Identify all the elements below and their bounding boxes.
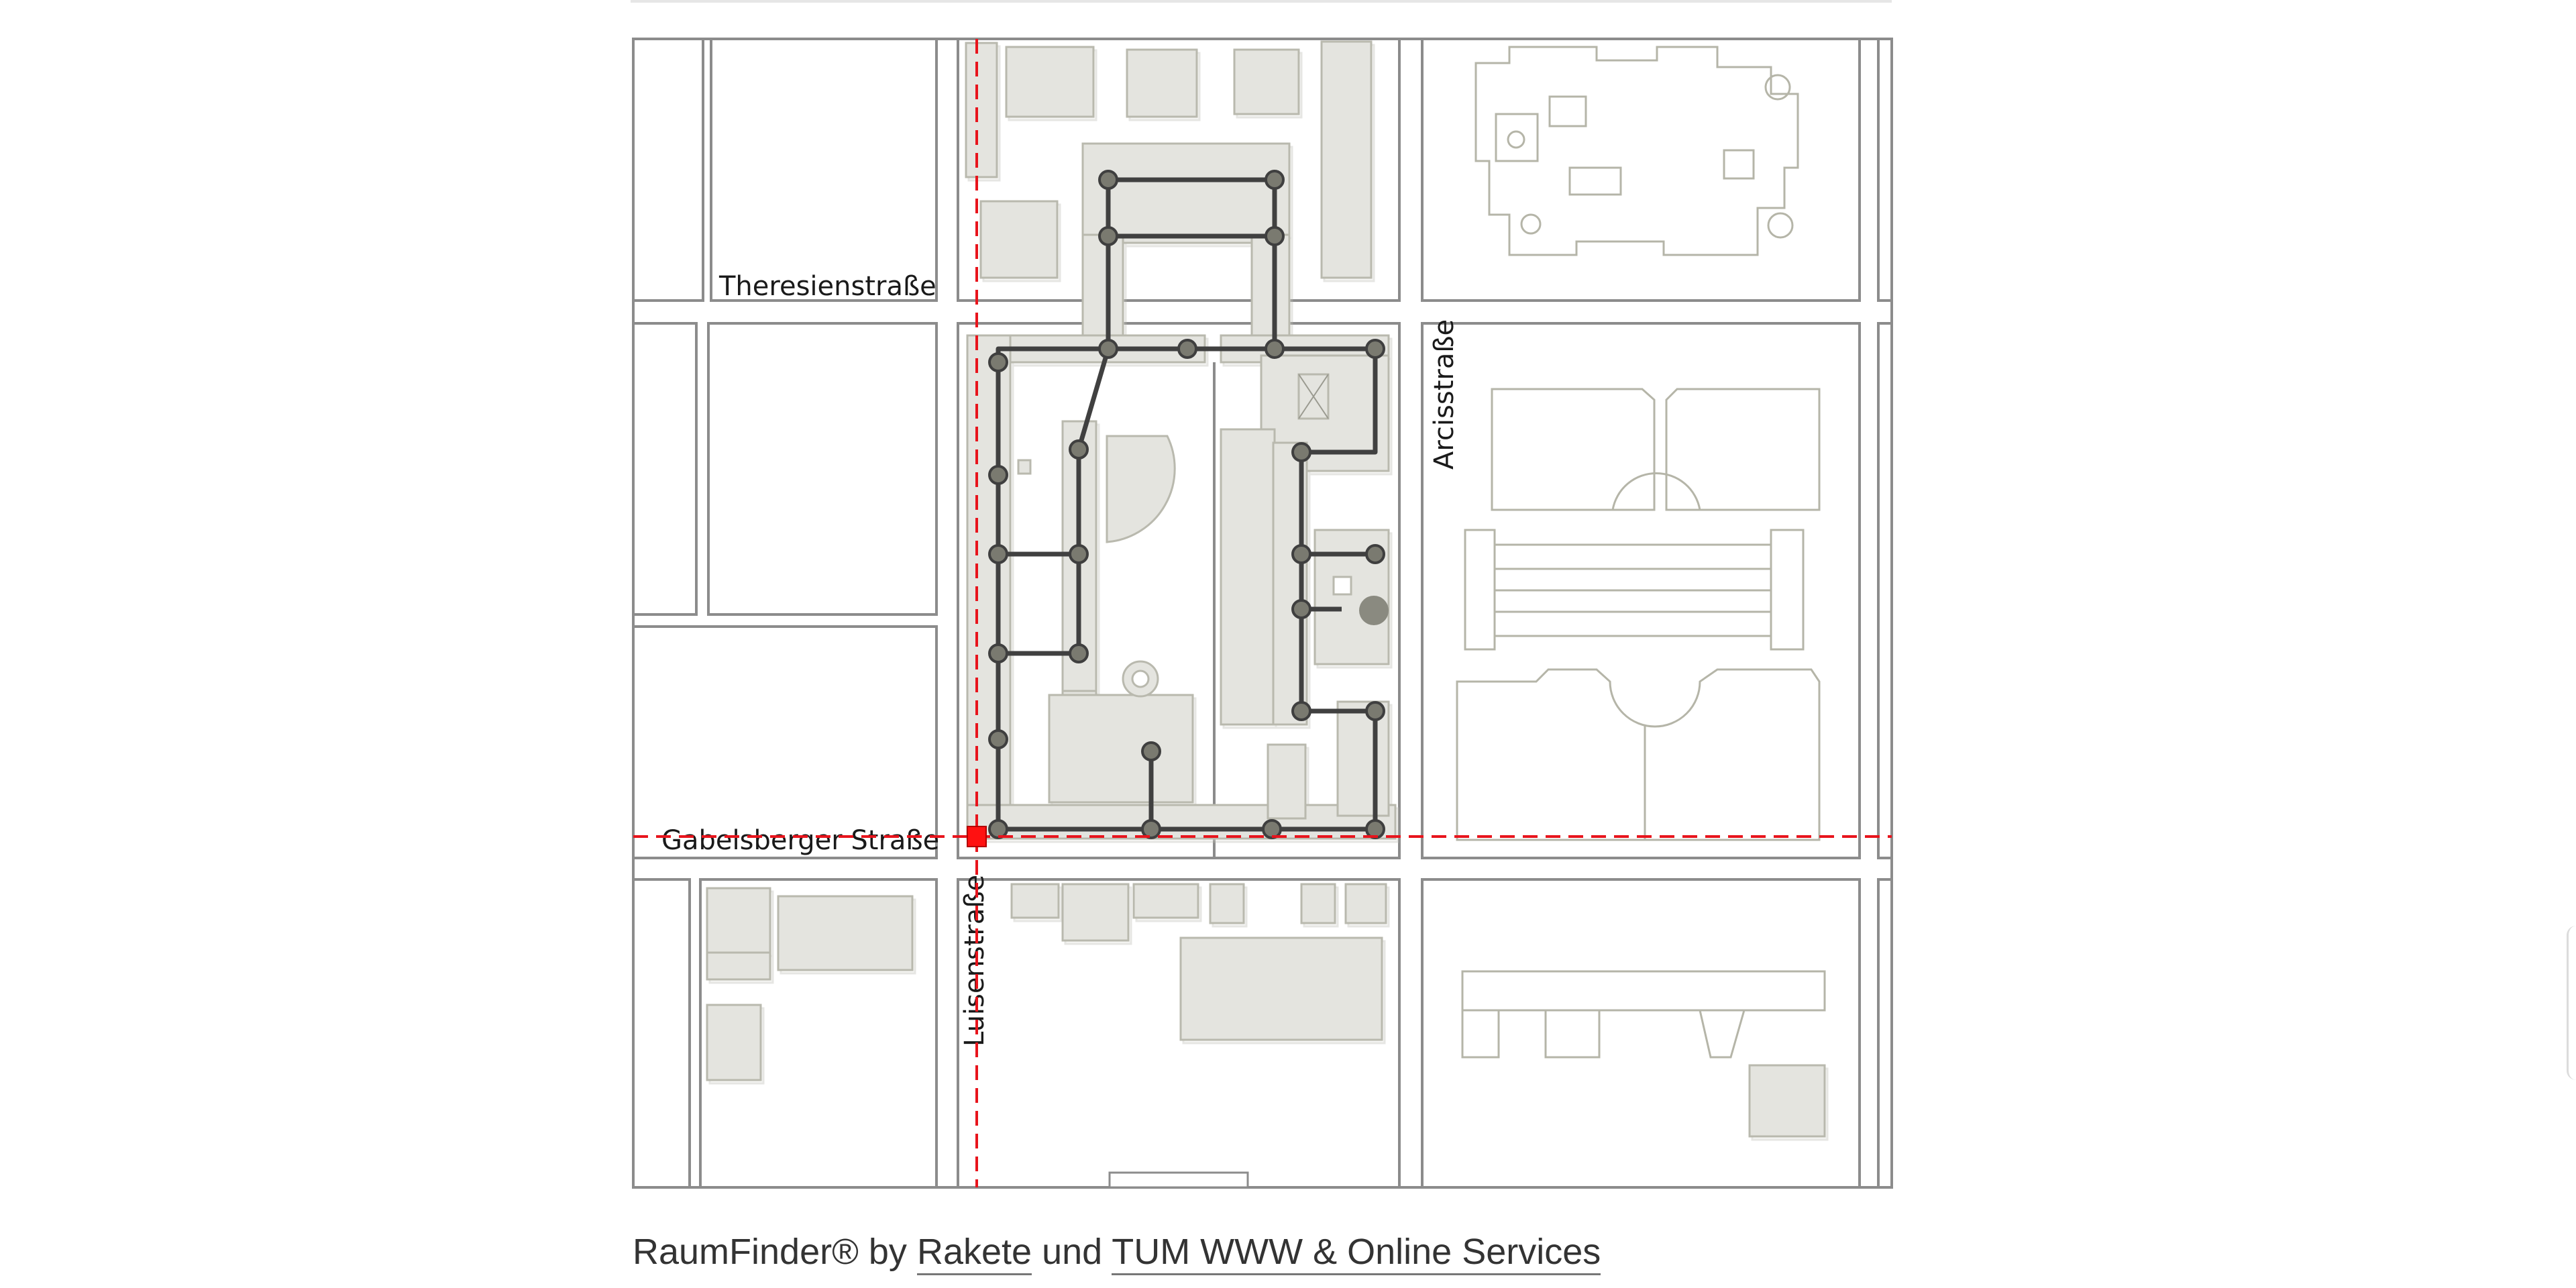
tum-online-services-link[interactable]: TUM WWW & Online Services bbox=[1112, 1232, 1601, 1275]
footer-brand: RaumFinder® by bbox=[633, 1232, 907, 1272]
side-panel-edge[interactable] bbox=[2567, 926, 2576, 1080]
footer-credits: RaumFinder® by Rakete und TUM WWW & Onli… bbox=[633, 1231, 1601, 1275]
rakete-link[interactable]: Rakete bbox=[916, 1232, 1032, 1275]
street-label-arcisstrasse: Arcisstraße bbox=[1429, 319, 1460, 470]
street-label-gabelsberger: Gabelsberger Straße bbox=[661, 825, 939, 856]
route-nodes bbox=[988, 170, 1385, 839]
location-crosshair bbox=[633, 39, 1892, 1187]
footer-conjunction: und bbox=[1042, 1232, 1103, 1272]
location-marker[interactable] bbox=[967, 826, 987, 847]
building-outlines bbox=[1456, 46, 1826, 1059]
street-label-luisenstrasse: Luisenstraße bbox=[959, 875, 990, 1046]
street-label-theresienstrasse: Theresienstraße bbox=[718, 271, 936, 302]
